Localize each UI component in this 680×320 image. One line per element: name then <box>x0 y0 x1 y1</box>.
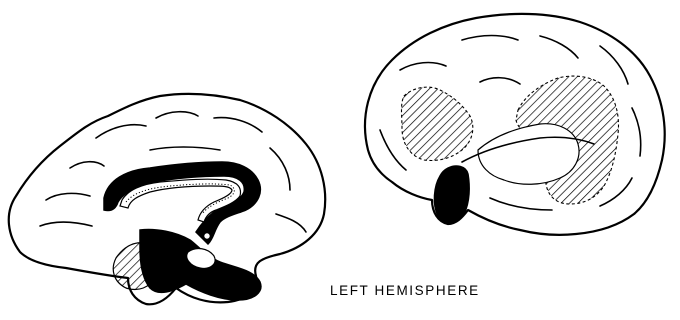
lateral-view-brain <box>365 14 665 235</box>
medial-view-brain <box>9 94 325 304</box>
caption-left-hemisphere: LEFT HEMISPHERE <box>330 283 480 298</box>
medial-small-circle <box>204 233 210 239</box>
